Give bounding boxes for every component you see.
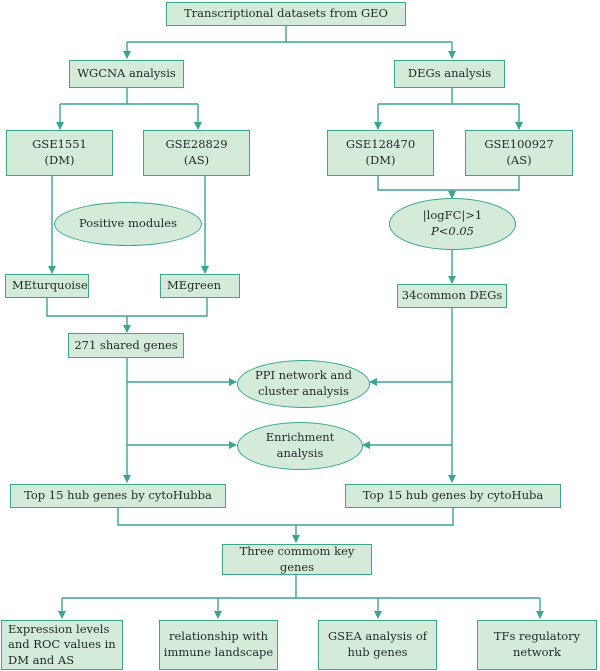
node-gse100927: GSE100927 (AS) — [465, 130, 573, 176]
connector-modules-merge — [46, 298, 208, 317]
node-immune-landscape: relationship with immune landscape — [159, 620, 278, 670]
node-gsea-analysis: GSEA analysis of hub genes — [318, 620, 437, 670]
node-gse28829: GSE28829 (AS) — [143, 130, 250, 176]
node-positive-modules: Positive modules — [54, 202, 202, 246]
node-wgcna-analysis: WGCNA analysis — [69, 60, 184, 88]
node-gse1551: GSE1551 (DM) — [6, 130, 113, 176]
connector-wgcna-split — [60, 88, 198, 105]
node-common-degs: 34common DEGs — [397, 284, 507, 308]
node-transcriptional-datasets: Transcriptional datasets from GEO — [166, 2, 406, 26]
connector-degs-split — [378, 88, 519, 105]
connector-top-to-branches — [127, 26, 452, 43]
connector-degs-merge — [377, 176, 520, 191]
node-expression-roc: Expression levels and ROC values in DM a… — [1, 620, 123, 670]
node-enrichment-analysis: Enrichment analysis — [237, 422, 363, 470]
node-ppi-network: PPI network and cluster analysis — [237, 360, 370, 408]
node-top15-left: Top 15 hub genes by cytoHubba — [10, 484, 226, 508]
connector-key-split — [62, 575, 540, 599]
node-degs-analysis: DEGs analysis — [394, 60, 505, 88]
node-shared-genes: 271 shared genes — [68, 333, 184, 358]
node-megreen: MEgreen — [160, 274, 240, 298]
node-three-key-genes: Three commom key genes — [222, 544, 372, 575]
node-meturquoise: MEturquoise — [5, 274, 89, 298]
node-tfs-network: TFs regulatory network — [477, 620, 597, 670]
connector-top15-merge — [117, 508, 454, 526]
node-threshold: |logFC|>1 P<0.05 — [389, 198, 516, 250]
node-top15-right: Top 15 hub genes by cytoHuba — [345, 484, 561, 508]
node-gse128470: GSE128470 (DM) — [327, 130, 434, 176]
